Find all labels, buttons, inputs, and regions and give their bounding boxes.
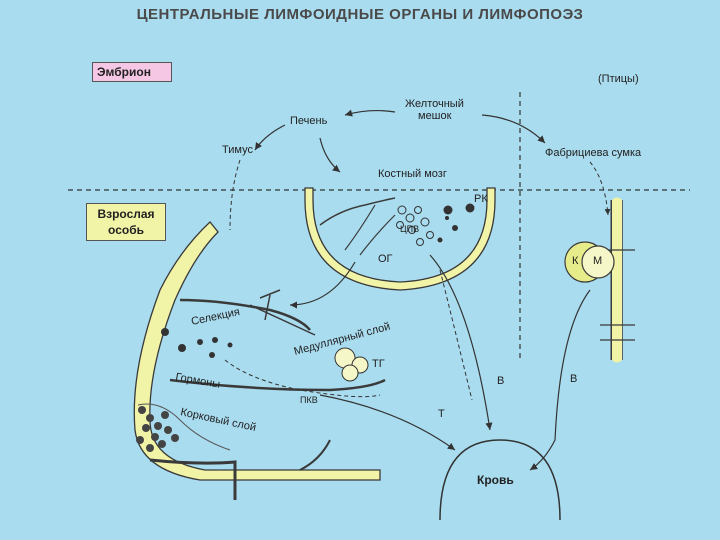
arrow-yolk-to-liver bbox=[344, 109, 396, 117]
label-liver: Печень bbox=[290, 115, 328, 127]
adult-label-line1: Взрослая bbox=[97, 207, 155, 221]
thymic-corpuscle bbox=[334, 347, 369, 382]
arrow-bursa-to-blood bbox=[529, 289, 591, 471]
label-og: ОГ bbox=[378, 253, 393, 265]
label-yolk-sac-line1: Желточный bbox=[405, 98, 464, 110]
label-pkv: ПКВ bbox=[300, 395, 318, 405]
label-yolk-sac-line2: мешок bbox=[418, 110, 452, 122]
marrow-dashed-b bbox=[439, 269, 473, 401]
medulla-band bbox=[169, 378, 386, 392]
bursa-organ-fill bbox=[612, 197, 622, 363]
label-rk: РК bbox=[474, 193, 488, 205]
arrow-marrow-to-thymus bbox=[289, 261, 356, 309]
lymph-node-m bbox=[581, 245, 615, 279]
label-b2: В bbox=[570, 373, 577, 385]
label-k: К bbox=[572, 255, 579, 267]
embryo-label: Эмбрион bbox=[97, 65, 151, 79]
arrow-marrow-to-blood-b bbox=[429, 254, 493, 431]
marrow-vessel-2 bbox=[344, 204, 376, 251]
marrow-vessel-3 bbox=[359, 214, 396, 256]
cortex-vessel-2 bbox=[299, 439, 331, 471]
bone-marrow-bowl bbox=[304, 187, 496, 291]
marrow-cells bbox=[396, 205, 434, 246]
embryo-label-box: Эмбрион bbox=[92, 62, 172, 82]
marrow-vessel bbox=[319, 197, 396, 226]
label-t: Т bbox=[438, 408, 445, 420]
label-m: М bbox=[593, 255, 602, 267]
bursa-dashed-down bbox=[589, 161, 611, 216]
arrow-thymus-to-blood-t bbox=[319, 394, 456, 451]
cortex-cells bbox=[137, 403, 231, 451]
arrow-liver-to-marrow bbox=[319, 137, 341, 173]
thymus-crossbar bbox=[249, 289, 316, 336]
adult-tissue-outer bbox=[133, 221, 381, 481]
label-thymus: Тимус bbox=[222, 144, 253, 156]
cortex-vessel bbox=[149, 458, 237, 500]
thymus-dashed-down bbox=[229, 159, 241, 231]
adult-label-line2: особь bbox=[108, 223, 144, 237]
label-birds: (Птицы) bbox=[598, 73, 639, 85]
selection-cells bbox=[161, 328, 233, 358]
medulla-vessel bbox=[179, 298, 311, 331]
marrow-dark-cells bbox=[437, 203, 475, 243]
arrow-yolk-to-bursa bbox=[481, 114, 546, 144]
label-hormones: Гормоны bbox=[174, 371, 221, 391]
adult-label-box: Взрослая особь bbox=[86, 203, 166, 241]
label-cpv: ЦПВ bbox=[400, 224, 419, 234]
label-bursa: Фабрициева сумка bbox=[545, 147, 642, 159]
label-blood: Кровь bbox=[477, 473, 514, 487]
label-b1: В bbox=[497, 375, 504, 387]
arrow-liver-to-thymus bbox=[254, 124, 286, 151]
page-title: ЦЕНТРАЛЬНЫЕ ЛИМФОИДНЫЕ ОРГАНЫ И ЛИМФОПОЭ… bbox=[136, 6, 584, 23]
label-selection: Селекция bbox=[190, 306, 241, 328]
cortex-cell-cluster bbox=[136, 406, 179, 452]
label-bone-marrow: Костный мозг bbox=[378, 168, 447, 180]
label-tg: ТГ bbox=[372, 358, 385, 370]
blood-circle bbox=[439, 439, 561, 521]
